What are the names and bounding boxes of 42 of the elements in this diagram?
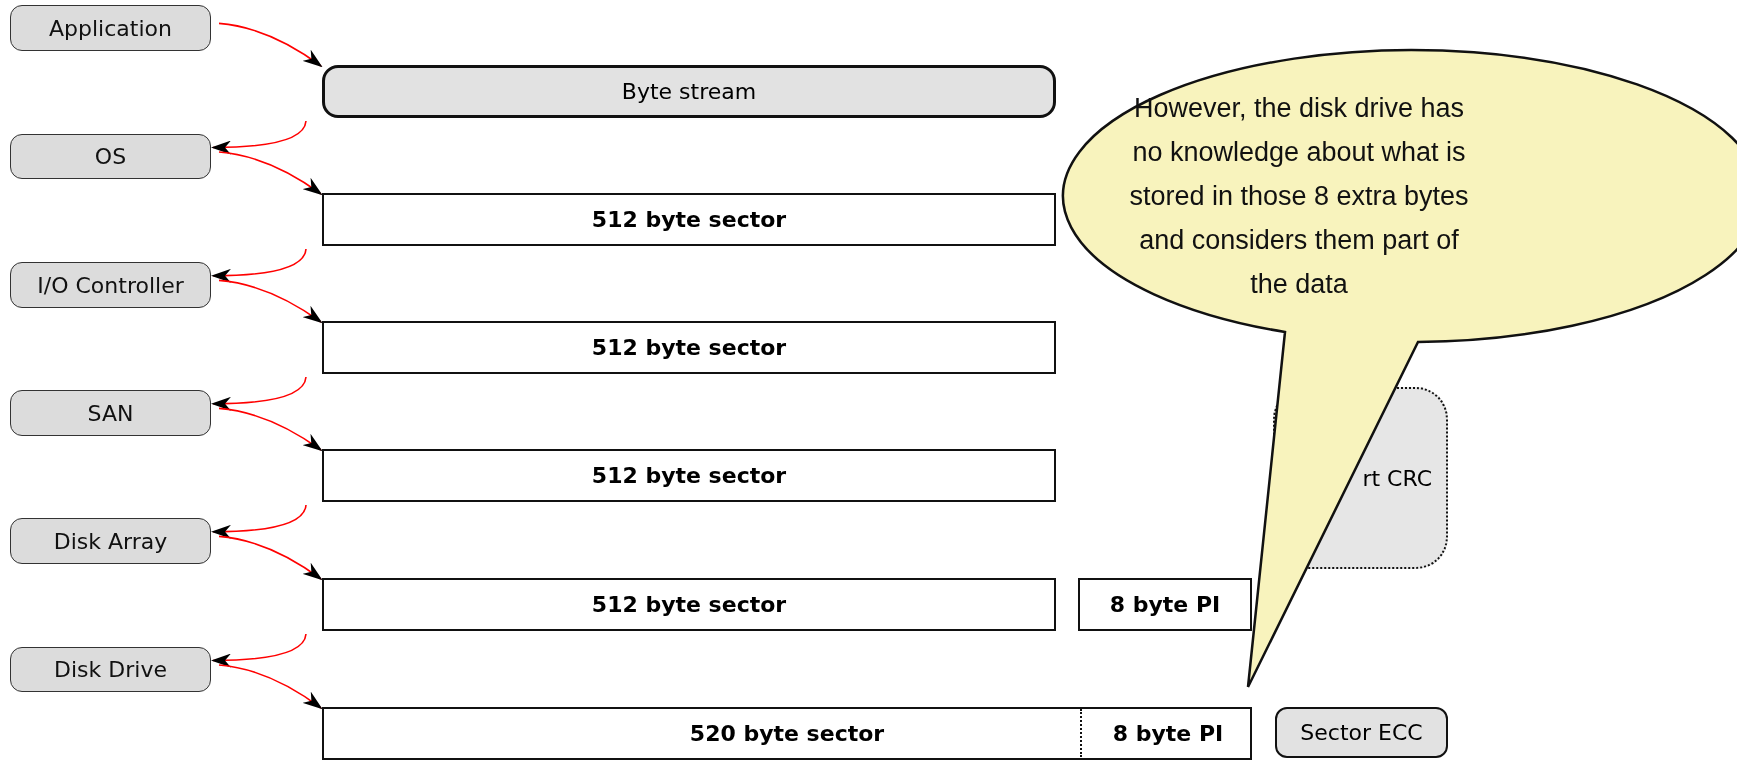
ecc-box — [1275, 707, 1448, 758]
box-label: rt CRC — [1362, 465, 1432, 491]
curved-arrow — [211, 248, 307, 283]
curved-arrow — [218, 664, 323, 710]
box-label: Application — [49, 15, 172, 41]
curved-arrow — [211, 376, 307, 411]
sector-box — [322, 449, 1056, 502]
layer-box — [10, 134, 211, 179]
box-label: Disk Drive — [54, 657, 167, 682]
layer-box — [10, 647, 211, 692]
callout-text: However, the disk drive has no knowledge about what is stored in those 8 extra bytes and considers them part of the data — [1128, 92, 1470, 301]
layer-box — [10, 5, 211, 51]
box-label: 512 byte sector — [591, 592, 787, 617]
sector-box — [322, 193, 1056, 246]
box-label: SAN — [87, 400, 134, 426]
curved-arrow — [211, 504, 307, 539]
box-label: 8 byte PI — [1112, 720, 1224, 746]
sector-box — [322, 707, 1252, 760]
box-label: 512 byte sector — [591, 463, 787, 488]
layer-box — [10, 518, 211, 564]
box-label: 8 byte PI — [1109, 592, 1221, 617]
box-label: 512 byte sector — [591, 335, 787, 360]
curved-arrow — [218, 535, 323, 581]
box-label: Disk Array — [53, 528, 168, 554]
box-label: OS — [94, 144, 127, 169]
box-label: Sector ECC — [1300, 720, 1423, 745]
box-label: 512 byte sector — [591, 207, 787, 232]
curved-arrow — [218, 279, 323, 324]
sector-box — [322, 578, 1056, 631]
curved-arrow — [211, 120, 307, 155]
box-label: I/O Controller — [37, 272, 184, 298]
curved-arrow — [218, 22, 323, 68]
layer-box — [10, 390, 211, 436]
byte-stream-box — [322, 65, 1056, 118]
curved-arrow — [211, 633, 307, 668]
box-label: Byte stream — [621, 79, 757, 104]
curved-arrow — [218, 407, 323, 452]
sector-box — [1078, 578, 1252, 631]
box-label: 520 byte sector — [689, 721, 885, 746]
layer-box — [10, 262, 211, 308]
curved-arrow — [218, 151, 323, 196]
sector-box — [322, 321, 1056, 374]
